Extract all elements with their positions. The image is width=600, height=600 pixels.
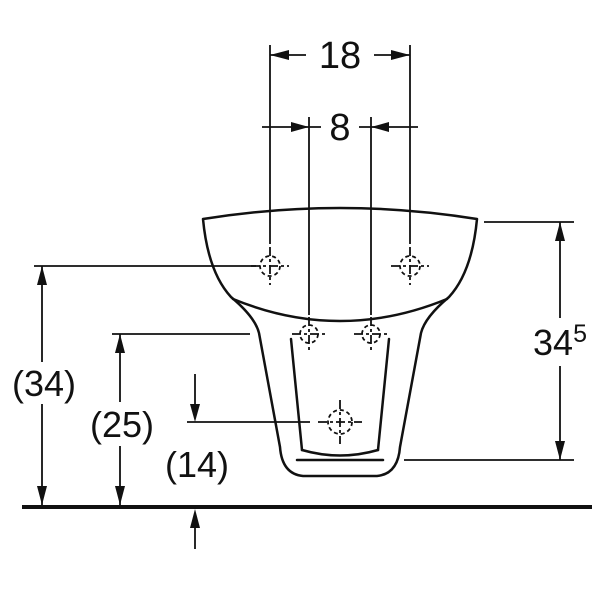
drain-hole-lower [318, 400, 362, 444]
fixing-hole-upper-right [391, 247, 429, 285]
arrowhead-left [291, 122, 309, 132]
holes [251, 247, 429, 444]
connection-hole-middle-left [292, 317, 326, 351]
dimension-8: 8 [262, 107, 418, 315]
dimension-25-label: (25) [90, 404, 154, 445]
bidet-bowl-right-wall [376, 337, 391, 452]
arrowhead-left [270, 50, 289, 60]
arrowhead-top [555, 222, 565, 241]
dimension-18: 18 [269, 35, 411, 244]
bidet-bowl-left-wall [289, 337, 304, 452]
dimension-34-5: 345 [404, 221, 587, 461]
connection-hole-middle-right [354, 317, 388, 351]
dimension-14-label: (14) [165, 444, 229, 485]
fixing-hole-upper-left [251, 247, 289, 285]
dimension-34-5-main: 34 [533, 322, 573, 363]
arrowhead-right [371, 122, 389, 132]
dimension-14: (14) [165, 374, 310, 549]
bidet-outer-silhouette [201, 206, 479, 478]
arrowhead-bottom [555, 441, 565, 460]
arrowhead-down [190, 404, 200, 422]
dimension-18-label: 18 [319, 35, 361, 77]
dimension-8-label: 8 [329, 107, 350, 149]
dimension-25: (25) [90, 333, 250, 505]
dimension-34-5-label: 345 [533, 320, 587, 363]
dimension-34: (34) [12, 265, 256, 505]
arrowhead-right [391, 50, 410, 60]
dimension-34-5-superscript: 5 [573, 320, 587, 348]
arrowhead-bottom [37, 486, 47, 505]
bidet-outline [201, 206, 479, 478]
hole-circle [327, 409, 353, 435]
arrowhead-up [190, 509, 200, 528]
arrowhead-top [37, 266, 47, 285]
dimension-34-label: (34) [12, 363, 76, 404]
bidet-rim-underside-line [231, 297, 449, 323]
arrowhead-top [115, 334, 125, 353]
arrowhead-bottom [115, 486, 125, 505]
bidet-bowl-bottom-line [300, 448, 380, 457]
